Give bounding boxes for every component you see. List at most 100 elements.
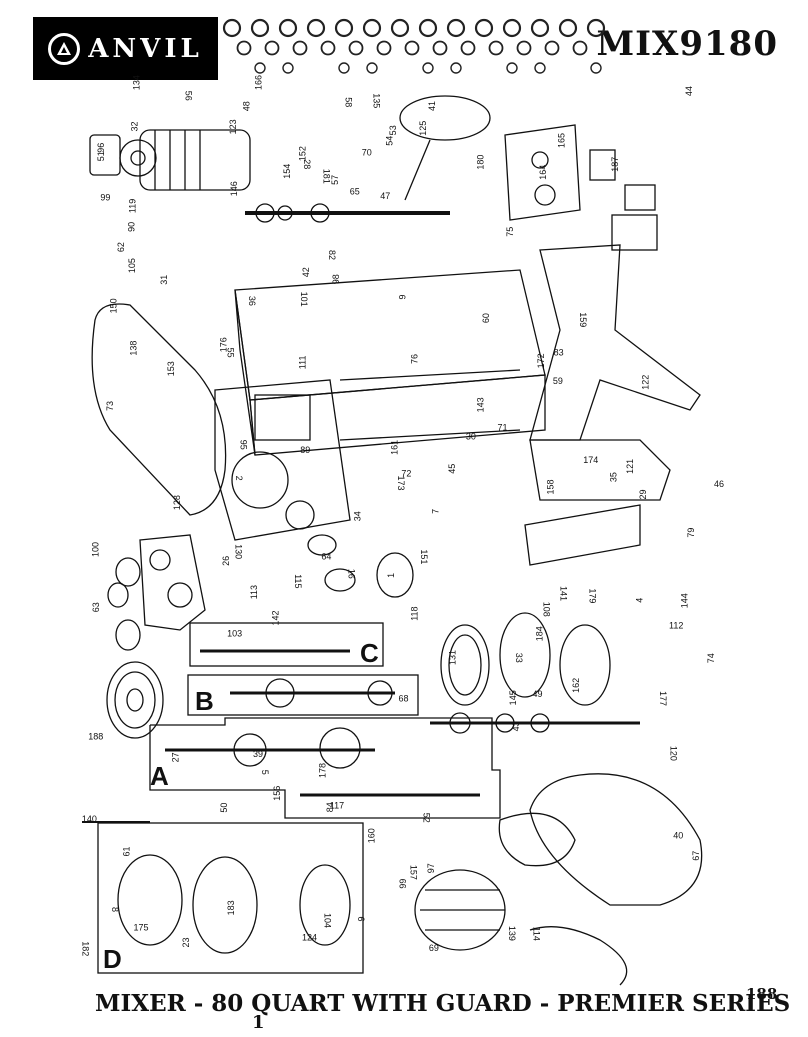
- part-number-label: 161: [390, 440, 400, 455]
- part-number-label: 26: [221, 556, 231, 566]
- pattern-logo-icon: [366, 62, 378, 74]
- part-number-label: 121: [625, 459, 635, 474]
- part-number-label: 6: [397, 295, 407, 300]
- part-number-label: 73: [105, 401, 115, 411]
- pattern-logo-icon: [516, 40, 532, 56]
- part-number-label: 59: [553, 376, 563, 386]
- part-number-label: 144: [679, 593, 689, 608]
- part-number-label: 64: [321, 552, 331, 562]
- part-number-label: 97: [426, 863, 436, 873]
- part-number-label: 101: [299, 292, 309, 307]
- part-number-label: 130: [233, 544, 243, 559]
- pattern-logo-icon: [586, 18, 606, 38]
- part-number-label: 43: [511, 721, 521, 731]
- part-number-label: 150: [108, 298, 118, 313]
- part-number-label: 143: [476, 397, 486, 412]
- part-number-label: 65: [350, 187, 360, 197]
- pattern-logo-icon: [460, 40, 476, 56]
- part-number-label: 30: [466, 432, 476, 442]
- part-number-label: 35: [609, 472, 619, 482]
- part-number-label: 99: [100, 193, 110, 203]
- part-number-label: 188: [88, 731, 103, 741]
- section-d-box: [97, 822, 364, 974]
- pattern-logo-icon: [292, 40, 308, 56]
- part-number-label: 89: [300, 445, 310, 455]
- part-number-label: 41: [427, 101, 437, 111]
- part-number-label: 131: [447, 650, 457, 665]
- part-number-label: 182: [80, 941, 90, 956]
- part-number-label: 5: [260, 770, 270, 775]
- pattern-logo-icon: [222, 18, 242, 38]
- part-number-label: 84: [325, 802, 335, 812]
- part-number-label: 95: [238, 440, 248, 450]
- motor-body: [139, 129, 251, 191]
- part-number-label: 83: [554, 348, 564, 358]
- pattern-logo-icon: [348, 40, 364, 56]
- part-number-label: 112: [669, 621, 683, 631]
- section-label-c: C: [360, 638, 379, 668]
- part-number-label: 27: [170, 752, 180, 762]
- logo-pattern: [222, 18, 606, 74]
- part-number-label: 172: [536, 353, 546, 368]
- part-number-label: 56: [183, 91, 193, 101]
- part-number-label: 157: [409, 865, 419, 880]
- part-number-label: 72: [401, 468, 411, 478]
- pattern-logo-icon: [254, 62, 266, 74]
- part-number-label: 16: [346, 569, 356, 579]
- part-number-label: 33: [514, 653, 524, 663]
- part-number-label: 145: [508, 690, 518, 705]
- part-number-label: 61: [121, 846, 131, 856]
- pattern-logo-icon: [506, 62, 518, 74]
- part-number-label: 113: [249, 585, 259, 599]
- part-number-label: 160: [367, 828, 377, 843]
- pattern-logo-icon: [432, 40, 448, 56]
- part-number-label: 165: [557, 133, 567, 148]
- part-number-label: 67: [691, 851, 701, 861]
- part-number-label: 9: [356, 916, 366, 921]
- part-number-label: 50: [219, 803, 229, 813]
- part-number-label: 58: [343, 97, 353, 107]
- brand-name: ANVIL: [88, 33, 203, 64]
- part-number-label: 23: [181, 937, 191, 947]
- part-number-label: 139: [507, 926, 517, 941]
- part-number-label: 146: [229, 181, 239, 196]
- pattern-logo-icon: [338, 62, 350, 74]
- model-number: MIX9180: [596, 24, 778, 64]
- part-number-label: 70: [362, 148, 372, 158]
- part-number-label: 82: [327, 250, 337, 260]
- pattern-logo-icon: [362, 18, 382, 38]
- pattern-logo-icon: [530, 18, 550, 38]
- part-number-label: 2: [234, 476, 244, 481]
- pattern-logo-icon: [264, 40, 280, 56]
- part-number-label: 48: [241, 101, 251, 111]
- pattern-logo-icon: [376, 40, 392, 56]
- pattern-logo-icon: [236, 40, 252, 56]
- part-number-label: 115: [293, 574, 303, 588]
- part-number-label: 46: [714, 479, 724, 489]
- part-number-label: 4: [635, 598, 645, 603]
- part-number-label: 66: [397, 879, 407, 889]
- part-number-label: 120: [668, 746, 678, 761]
- part-number-label: 153: [166, 361, 176, 376]
- part-number-label: 34: [353, 511, 363, 521]
- pattern-logo-icon: [334, 18, 354, 38]
- stray-mark: 1: [252, 1012, 265, 1033]
- part-number-label: 166: [254, 75, 264, 90]
- pattern-logo-icon: [320, 40, 336, 56]
- page-title: MIXER - 80 QUART WITH GUARD - PREMIER SE…: [95, 990, 791, 1017]
- part-number-label: 177: [658, 691, 668, 706]
- part-number-label: 47: [380, 191, 390, 201]
- diagram-linework: [82, 95, 703, 986]
- part-number-label: 154: [282, 164, 292, 179]
- pattern-logo-icon: [590, 62, 602, 74]
- section-b-box: [187, 674, 419, 716]
- part-number-label: 28: [302, 159, 312, 169]
- part-number-label: 111: [298, 356, 308, 370]
- part-number-label: 69: [429, 943, 439, 953]
- part-number-label: 135: [372, 93, 382, 108]
- part-number-label: 140: [82, 814, 97, 824]
- part-number-label: 119: [128, 199, 138, 213]
- pattern-logo-icon: [404, 40, 420, 56]
- part-number-label: 114: [532, 927, 542, 941]
- part-number-label: 74: [706, 653, 716, 663]
